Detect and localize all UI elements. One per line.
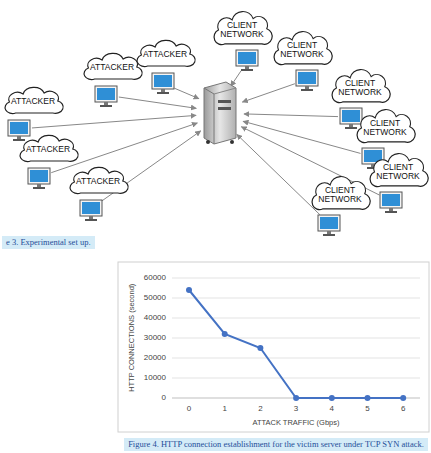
cloud-node: ATTACKER [67, 167, 129, 197]
traffic-arrow [244, 114, 338, 117]
gridline [172, 318, 420, 319]
gridline [172, 338, 420, 339]
computer-monitor [8, 120, 30, 141]
cloud-label: CLIENT NETWORK [338, 79, 382, 98]
cloud-node: CLIENT NETWORK [211, 11, 273, 49]
traffic-arrow [243, 121, 360, 153]
computer-monitor [236, 50, 258, 71]
cloud-node: ATTACKER [81, 53, 143, 83]
cloud-node: CLIENT NETWORK [309, 176, 371, 214]
computer-monitor [340, 108, 362, 129]
cloud-label: CLIENT NETWORK [363, 119, 407, 138]
tick-label: 60000 [144, 274, 166, 282]
cloud-label: ATTACKER [143, 50, 187, 59]
server-icon [204, 82, 236, 144]
traffic-arrow [174, 88, 198, 98]
computer-monitor [28, 168, 50, 189]
traffic-arrow [32, 115, 196, 128]
tick-label: 20000 [144, 354, 166, 362]
cloud-node: CLIENT NETWORK [354, 109, 416, 147]
data-marker [186, 287, 192, 293]
cloud-label: ATTACKER [11, 97, 55, 106]
gridline [172, 358, 420, 359]
data-marker [293, 395, 299, 401]
tick-label: 30000 [144, 334, 166, 342]
tick-label: 50000 [144, 294, 166, 302]
cloud-label: CLIENT NETWORK [280, 41, 324, 60]
data-marker [329, 395, 335, 401]
cloud-label: ATTACKER [76, 177, 120, 186]
computer-monitor [380, 192, 402, 213]
traffic-arrow [237, 134, 320, 214]
gridline [172, 278, 420, 279]
data-marker [257, 345, 263, 351]
tick-label: 3 [294, 405, 298, 413]
figure-caption: Figure 4. HTTP connection establishment … [124, 438, 428, 451]
tick-label: 1 [222, 405, 226, 413]
cloud-node: CLIENT NETWORK [271, 31, 333, 69]
cloud-node: ATTACKER [134, 40, 196, 70]
computer-monitor [152, 73, 174, 94]
data-marker [222, 331, 228, 337]
cloud-label: CLIENT NETWORK [318, 186, 362, 205]
tick-label: 0 [162, 394, 166, 402]
cloud-node: ATTACKER [2, 87, 64, 117]
data-line [189, 290, 403, 398]
tick-label: 6 [401, 405, 405, 413]
cloud-label: ATTACKER [90, 63, 134, 72]
cloud-node: CLIENT NETWORK [367, 153, 429, 191]
computer-monitor [318, 215, 340, 236]
data-marker [400, 395, 406, 401]
computer-monitor [80, 200, 102, 221]
tick-label: 0 [187, 405, 191, 413]
axis-title: HTTP CONNECTIONS (second) [128, 284, 136, 392]
data-marker [365, 395, 371, 401]
computer-monitor [95, 86, 117, 107]
traffic-arrow [119, 97, 196, 108]
tick-label: 40000 [144, 314, 166, 322]
traffic-arrow [242, 84, 295, 102]
cloud-node: CLIENT NETWORK [329, 69, 391, 107]
tick-label: 10000 [144, 374, 166, 382]
figure-caption: e 3. Experimental set up. [2, 236, 95, 249]
cloud-label: CLIENT NETWORK [376, 163, 420, 182]
cloud-label: CLIENT NETWORK [220, 21, 264, 40]
axis-title: ATTACK TRAFFIC (Gbps) [252, 419, 339, 427]
cloud-node: ATTACKER [17, 135, 79, 165]
gridline [172, 298, 420, 299]
tick-label: 2 [258, 405, 262, 413]
tick-label: 5 [365, 405, 369, 413]
gridline [172, 378, 420, 379]
tick-label: 4 [330, 405, 334, 413]
chart-frame [118, 262, 429, 432]
cloud-label: ATTACKER [26, 145, 70, 154]
computer-monitor [296, 70, 318, 91]
traffic-arrow [231, 71, 241, 87]
